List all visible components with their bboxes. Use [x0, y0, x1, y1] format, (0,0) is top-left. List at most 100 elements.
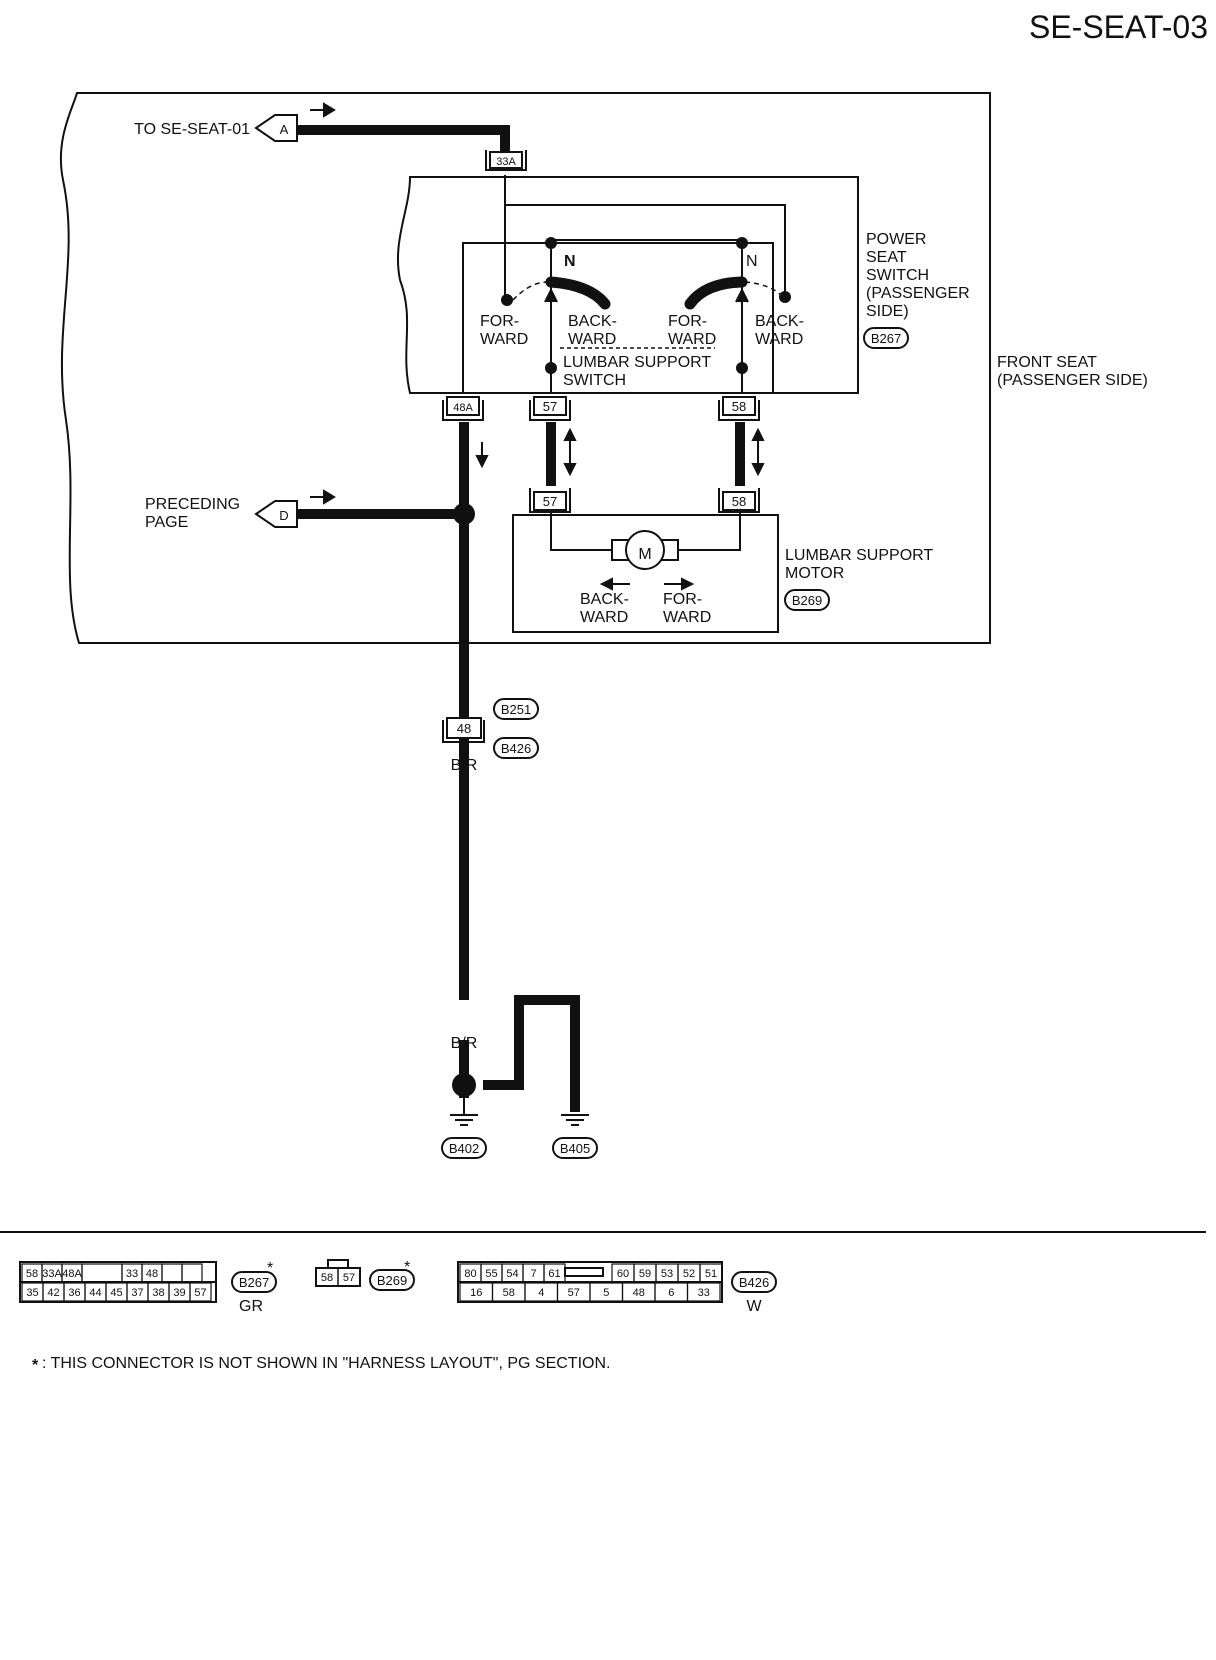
wire-color-b-2: B — [570, 1035, 581, 1052]
b269-legend-ref: B269 — [377, 1273, 407, 1288]
b267-star: * — [267, 1260, 273, 1277]
svg-text:48A: 48A — [453, 402, 473, 414]
switch-common-bus — [504, 175, 786, 393]
backward-label-2a: BACK- — [755, 313, 804, 330]
b426-top-left-pin: 80 — [464, 1268, 476, 1280]
b267-color: GR — [239, 1298, 263, 1315]
flow-arrow-down — [475, 442, 489, 469]
b426-top-right-pin: 52 — [683, 1268, 695, 1280]
link-a-flag — [254, 114, 298, 142]
lumbar-switch-label-1: LUMBAR SUPPORT — [563, 354, 711, 371]
b426-bottom-pin: 4 — [538, 1287, 544, 1299]
motor-ref-badge — [784, 589, 830, 611]
b426-bottom-pin: 58 — [503, 1287, 515, 1299]
b267-legend-ref-badge — [231, 1271, 277, 1293]
b426-bottom-pin: 5 — [603, 1287, 609, 1299]
switch-name-2: SEAT — [866, 249, 907, 266]
motor-name-1: LUMBAR SUPPORT — [785, 547, 933, 564]
svg-text:48: 48 — [457, 721, 471, 736]
front-seat-label-2: (PASSENGER SIDE) — [997, 372, 1148, 389]
b267-top-pin: 48 — [146, 1268, 158, 1280]
b426-top-left-pin: 54 — [506, 1268, 518, 1280]
switch-contacts — [501, 237, 791, 374]
b426-top-right-pin: 60 — [617, 1268, 629, 1280]
ground-ref-right-badge — [552, 1137, 598, 1159]
b426-legend-ref: B426 — [739, 1275, 769, 1290]
lumbar-switch-label-2: SWITCH — [563, 372, 626, 389]
switch-name-4: (PASSENGER — [866, 285, 970, 302]
b426-top-right-cell — [699, 1263, 723, 1283]
wire-to-a — [297, 125, 510, 152]
b267-bottom-pin: 57 — [194, 1287, 206, 1299]
b267-top-cell — [181, 1263, 203, 1283]
switch-name-1: POWER — [866, 231, 926, 248]
connector-m58: 58 — [718, 488, 760, 513]
b426-top-right-pin: 59 — [639, 1268, 651, 1280]
b426-bottom-cell — [686, 1282, 721, 1302]
b269-legend-ref-badge — [369, 1269, 415, 1291]
motor-name-2: MOTOR — [785, 565, 844, 582]
motor-backward-1: BACK- — [580, 591, 629, 608]
b267-bottom-pin: 38 — [152, 1287, 164, 1299]
connector-58: 58 — [718, 396, 760, 421]
forward-label-1b: WARD — [480, 331, 528, 348]
flow-arrow-58 — [751, 427, 765, 477]
link-d-letter: D — [279, 508, 288, 523]
switch-ref-badge — [863, 327, 909, 349]
neutral-label-right: N — [746, 253, 758, 270]
wire-ground-b — [483, 995, 580, 1112]
splice-d — [453, 503, 475, 525]
switch-ref: B267 — [871, 331, 901, 346]
b426-top-right-pin: 53 — [661, 1268, 673, 1280]
backward-label-2b: WARD — [755, 331, 803, 348]
b267-bottom-pin: 35 — [26, 1287, 38, 1299]
b269-star: * — [404, 1259, 410, 1276]
b267-top-pin: 48A — [62, 1268, 82, 1280]
forward-label-2b: WARD — [668, 331, 716, 348]
footnote-star: * — [32, 1357, 39, 1374]
footnote-text: : THIS CONNECTOR IS NOT SHOWN IN "HARNES… — [42, 1355, 610, 1372]
b426-bottom-pin: 16 — [470, 1287, 482, 1299]
harness-ref-top: B251 — [501, 702, 531, 717]
connector-48a: 48A — [442, 396, 484, 421]
b426-top-right-pin: 51 — [705, 1268, 717, 1280]
b267-bottom-pin: 45 — [110, 1287, 122, 1299]
connector-33a: 33A — [485, 150, 527, 171]
forward-label-2a: FOR- — [668, 313, 707, 330]
motor-forward-2: WARD — [663, 609, 711, 626]
b426-legend-ref-badge — [731, 1271, 777, 1293]
b426-bottom-pin: 57 — [568, 1287, 580, 1299]
ground-ref-left: B402 — [449, 1141, 479, 1156]
neutral-label-left: N — [564, 253, 576, 270]
b267-bottom-pin: 37 — [131, 1287, 143, 1299]
link-d-text-1: PRECEDING — [145, 496, 240, 513]
b267-top-pin: 33 — [126, 1268, 138, 1280]
harness-ref-bottom: B426 — [501, 741, 531, 756]
b426-top-left-pin: 61 — [548, 1268, 560, 1280]
svg-text:58: 58 — [732, 494, 746, 509]
forward-label-1a: FOR- — [480, 313, 519, 330]
b426-top-left-pin: 55 — [485, 1268, 497, 1280]
svg-text:57: 57 — [543, 399, 557, 414]
b426-bottom-pin: 33 — [698, 1287, 710, 1299]
switch-name-3: SWITCH — [866, 267, 929, 284]
svg-text:57: 57 — [343, 1272, 355, 1284]
b426-color: W — [746, 1298, 762, 1315]
b267-top-pin: 33A — [42, 1268, 62, 1280]
link-a-arrow — [310, 102, 336, 118]
ground-symbol-left — [450, 1098, 478, 1126]
wire-color-b-1: B — [514, 1035, 525, 1052]
harness-ref-top-badge — [493, 698, 539, 720]
b267-bottom-pin: 42 — [47, 1287, 59, 1299]
front-seat-outline — [59, 92, 991, 644]
b267-bottom-pin: 39 — [173, 1287, 185, 1299]
link-d-flag — [254, 500, 298, 528]
b267-bottom-pin: 36 — [68, 1287, 80, 1299]
switch-name-5: SIDE) — [866, 303, 909, 320]
motor-forward-1: FOR- — [663, 591, 702, 608]
motor-forward-arrow — [664, 577, 695, 591]
ground-splice — [452, 1073, 476, 1097]
motor-letter: M — [638, 546, 651, 563]
